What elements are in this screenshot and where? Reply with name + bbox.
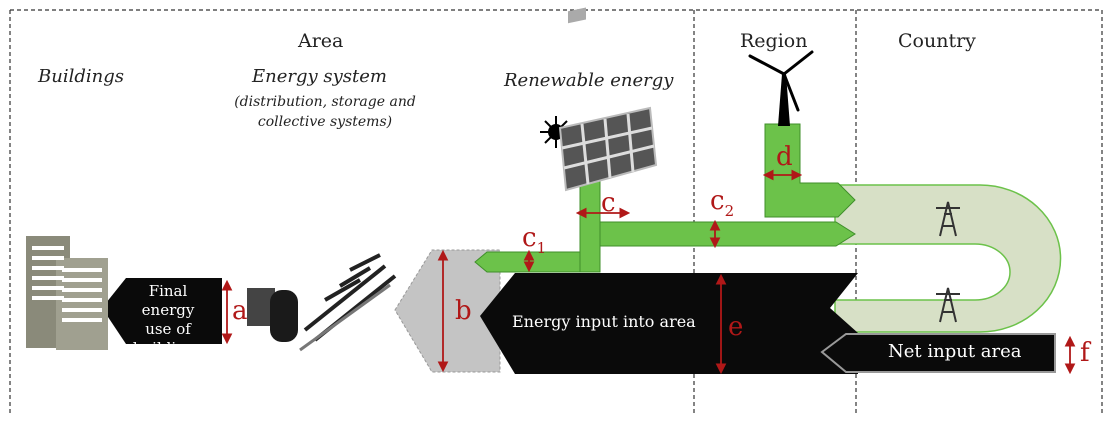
final-energy-line2: use of: [145, 320, 191, 338]
solar-down-flow: [579, 179, 601, 273]
energy-system-note: (distribution, storage and collective sy…: [222, 92, 428, 132]
energy-system-note-line1: (distribution, storage and: [234, 94, 416, 110]
wind-flow: [764, 123, 856, 218]
marker-c2-sub: 2: [724, 202, 735, 220]
buildings-label: Buildings: [38, 66, 124, 87]
renewable-energy-label: Renewable energy: [504, 70, 674, 91]
marker-c2-letter: c: [710, 186, 725, 216]
marker-c1-letter: c: [522, 223, 537, 253]
final-energy-line1: Final energy: [141, 282, 195, 319]
marker-e: e: [728, 312, 744, 342]
final-energy-label: Final energy use of buildings: [120, 282, 216, 358]
marker-b: b: [455, 296, 472, 326]
grid-flow: [599, 221, 856, 247]
marker-d: d: [776, 142, 793, 172]
marker-c1-sub: 1: [536, 239, 547, 257]
energy-input-arrow: [480, 273, 858, 374]
marker-f: f: [1080, 338, 1090, 368]
solar-panel-icon: [558, 7, 658, 192]
final-energy-arrow: [102, 278, 222, 344]
country-loop: [834, 184, 1062, 333]
energy-input-label: Energy input into area: [512, 312, 696, 331]
dimension-arrows: [221, 169, 1076, 375]
pylon-icon: [936, 201, 960, 323]
energy-system-icon: [247, 253, 397, 352]
marker-c: c: [601, 188, 616, 218]
energy-system-label: Energy system: [252, 66, 387, 87]
marker-a: a: [232, 296, 248, 326]
net-input-label: Net input area: [888, 341, 1022, 362]
wind-turbine-icon: [748, 50, 814, 126]
area-header: Area: [298, 30, 344, 52]
region-header: Region: [740, 30, 808, 52]
marker-c2: c2: [710, 186, 734, 220]
energy-system-note-line2: collective systems): [257, 114, 393, 130]
net-input-arrow: [820, 333, 1056, 373]
final-energy-line3: buildings: [132, 339, 204, 357]
marker-c1: c1: [522, 223, 546, 257]
country-header: Country: [898, 30, 976, 52]
building-icon: [26, 236, 108, 350]
